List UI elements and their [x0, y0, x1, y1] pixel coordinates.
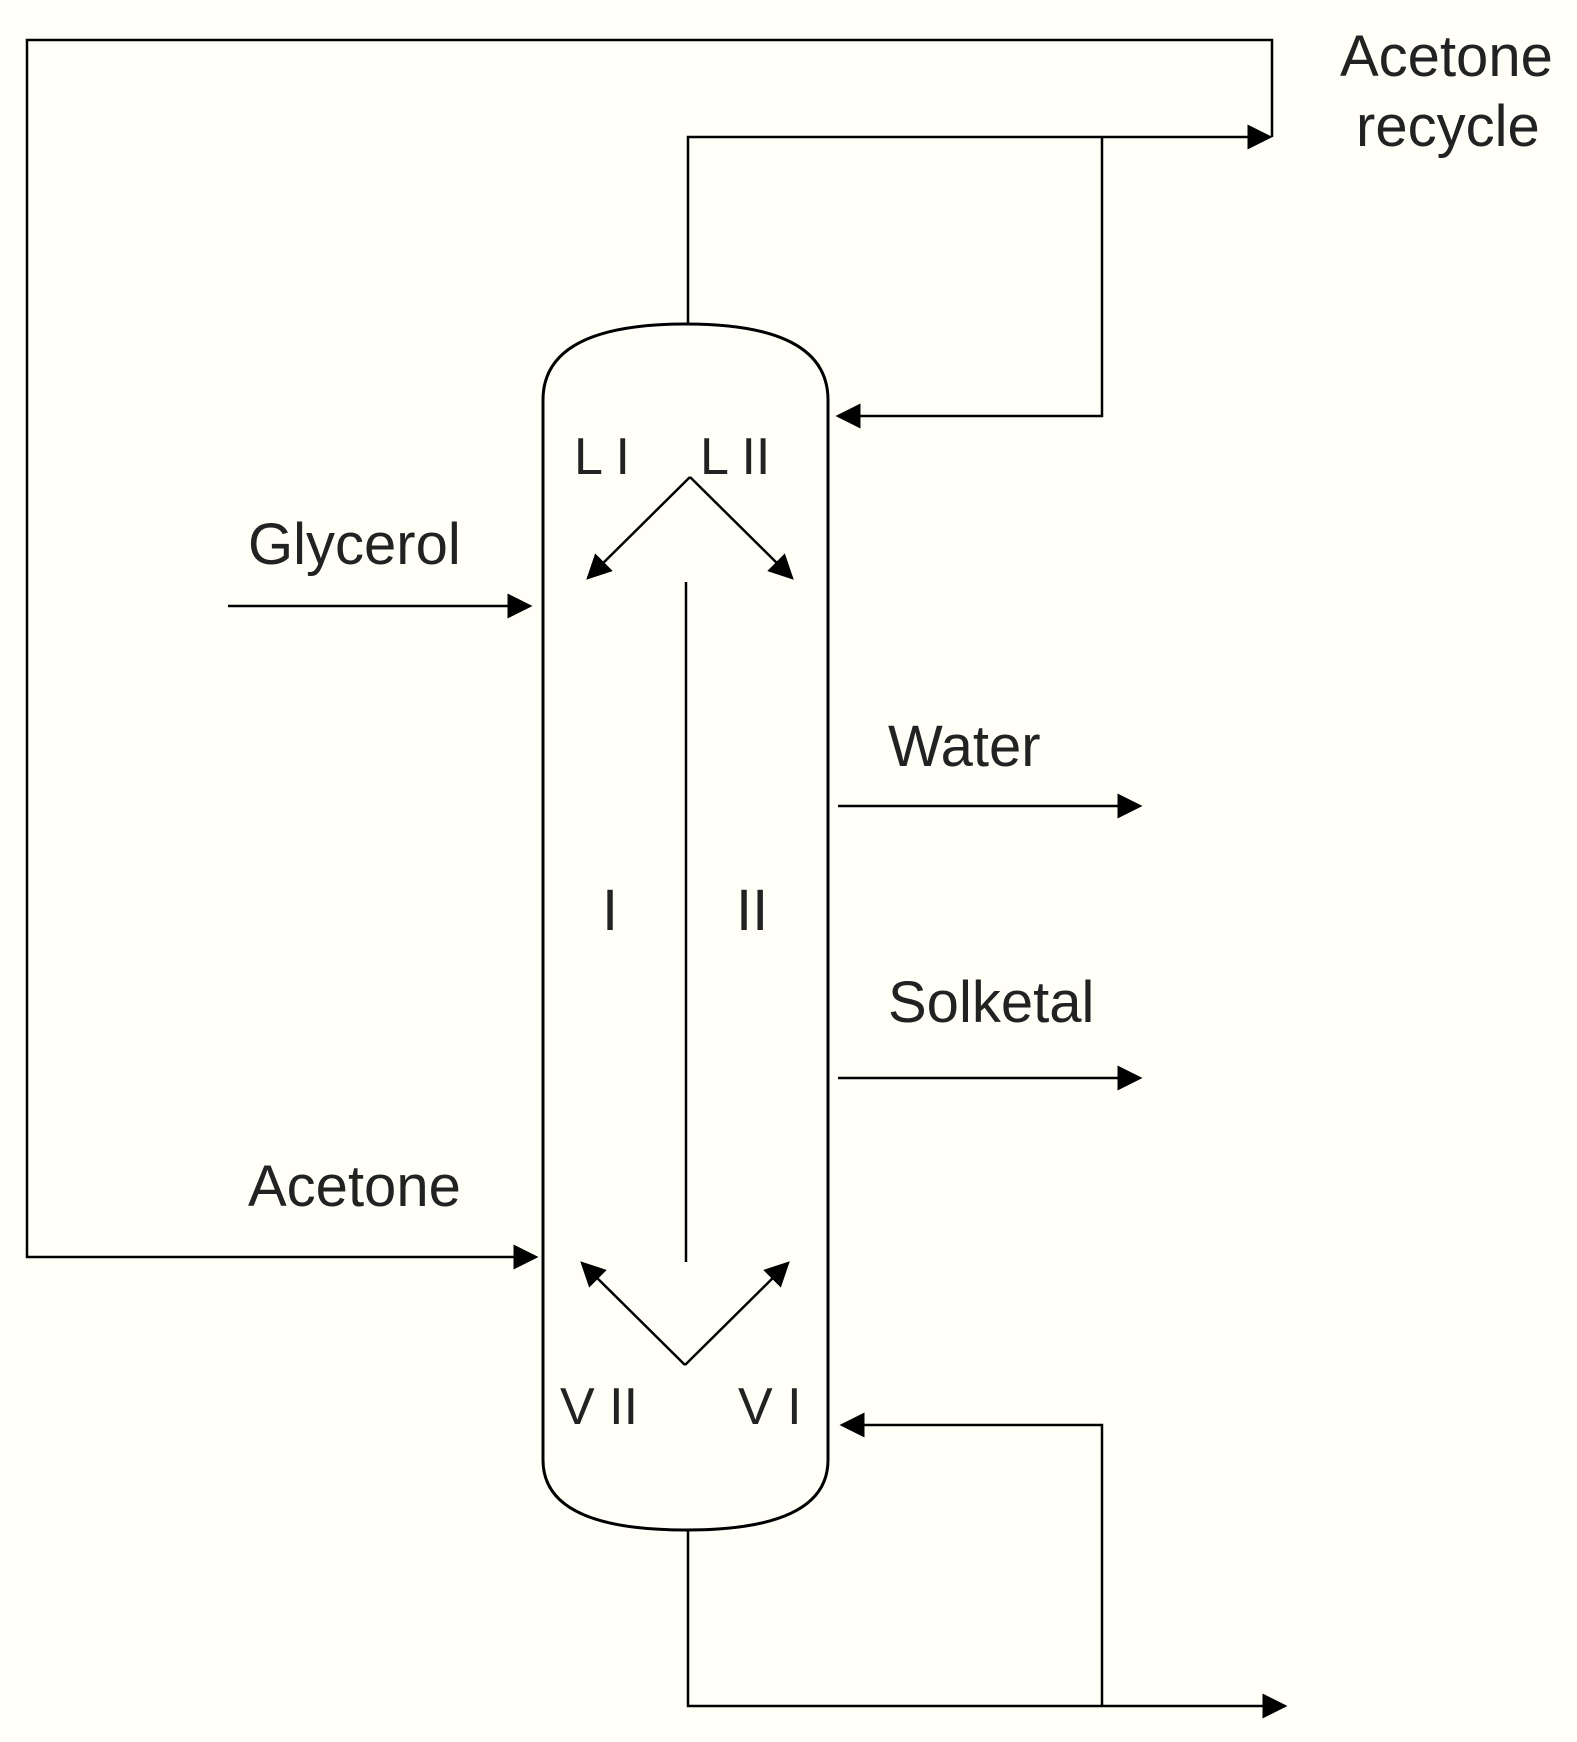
vapor-split-label-v1: V I	[738, 1378, 802, 1436]
section-label-ii: II	[736, 878, 768, 943]
vapor-split-label-v2: V II	[560, 1378, 638, 1436]
water-label: Water	[888, 714, 1041, 779]
acetone-recycle-label-line1: Acetone	[1340, 24, 1553, 89]
acetone-feed-label: Acetone	[248, 1154, 461, 1219]
liquid-split-arrow-right	[689, 476, 794, 580]
glycerol-label: Glycerol	[248, 512, 461, 577]
liquid-split-arrow-left	[586, 476, 691, 580]
vapor-split-arrow-left	[580, 1261, 686, 1366]
reflux-line	[835, 137, 1104, 429]
reboiler-return-line	[839, 1412, 1104, 1706]
acetone-recycle-label-line2: recycle	[1356, 94, 1540, 159]
dividing-wall-column	[541, 322, 830, 1532]
solketal-label: Solketal	[888, 970, 1094, 1035]
bottoms-line	[686, 1530, 1288, 1719]
overhead-line	[686, 124, 1273, 324]
acetone-recycle-loop	[25, 38, 1274, 1270]
vapor-split-arrow-right	[684, 1261, 790, 1366]
liquid-split-label-l2: L II	[700, 428, 770, 486]
section-label-i: I	[602, 878, 618, 943]
liquid-split-label-l1: L I	[574, 428, 630, 486]
